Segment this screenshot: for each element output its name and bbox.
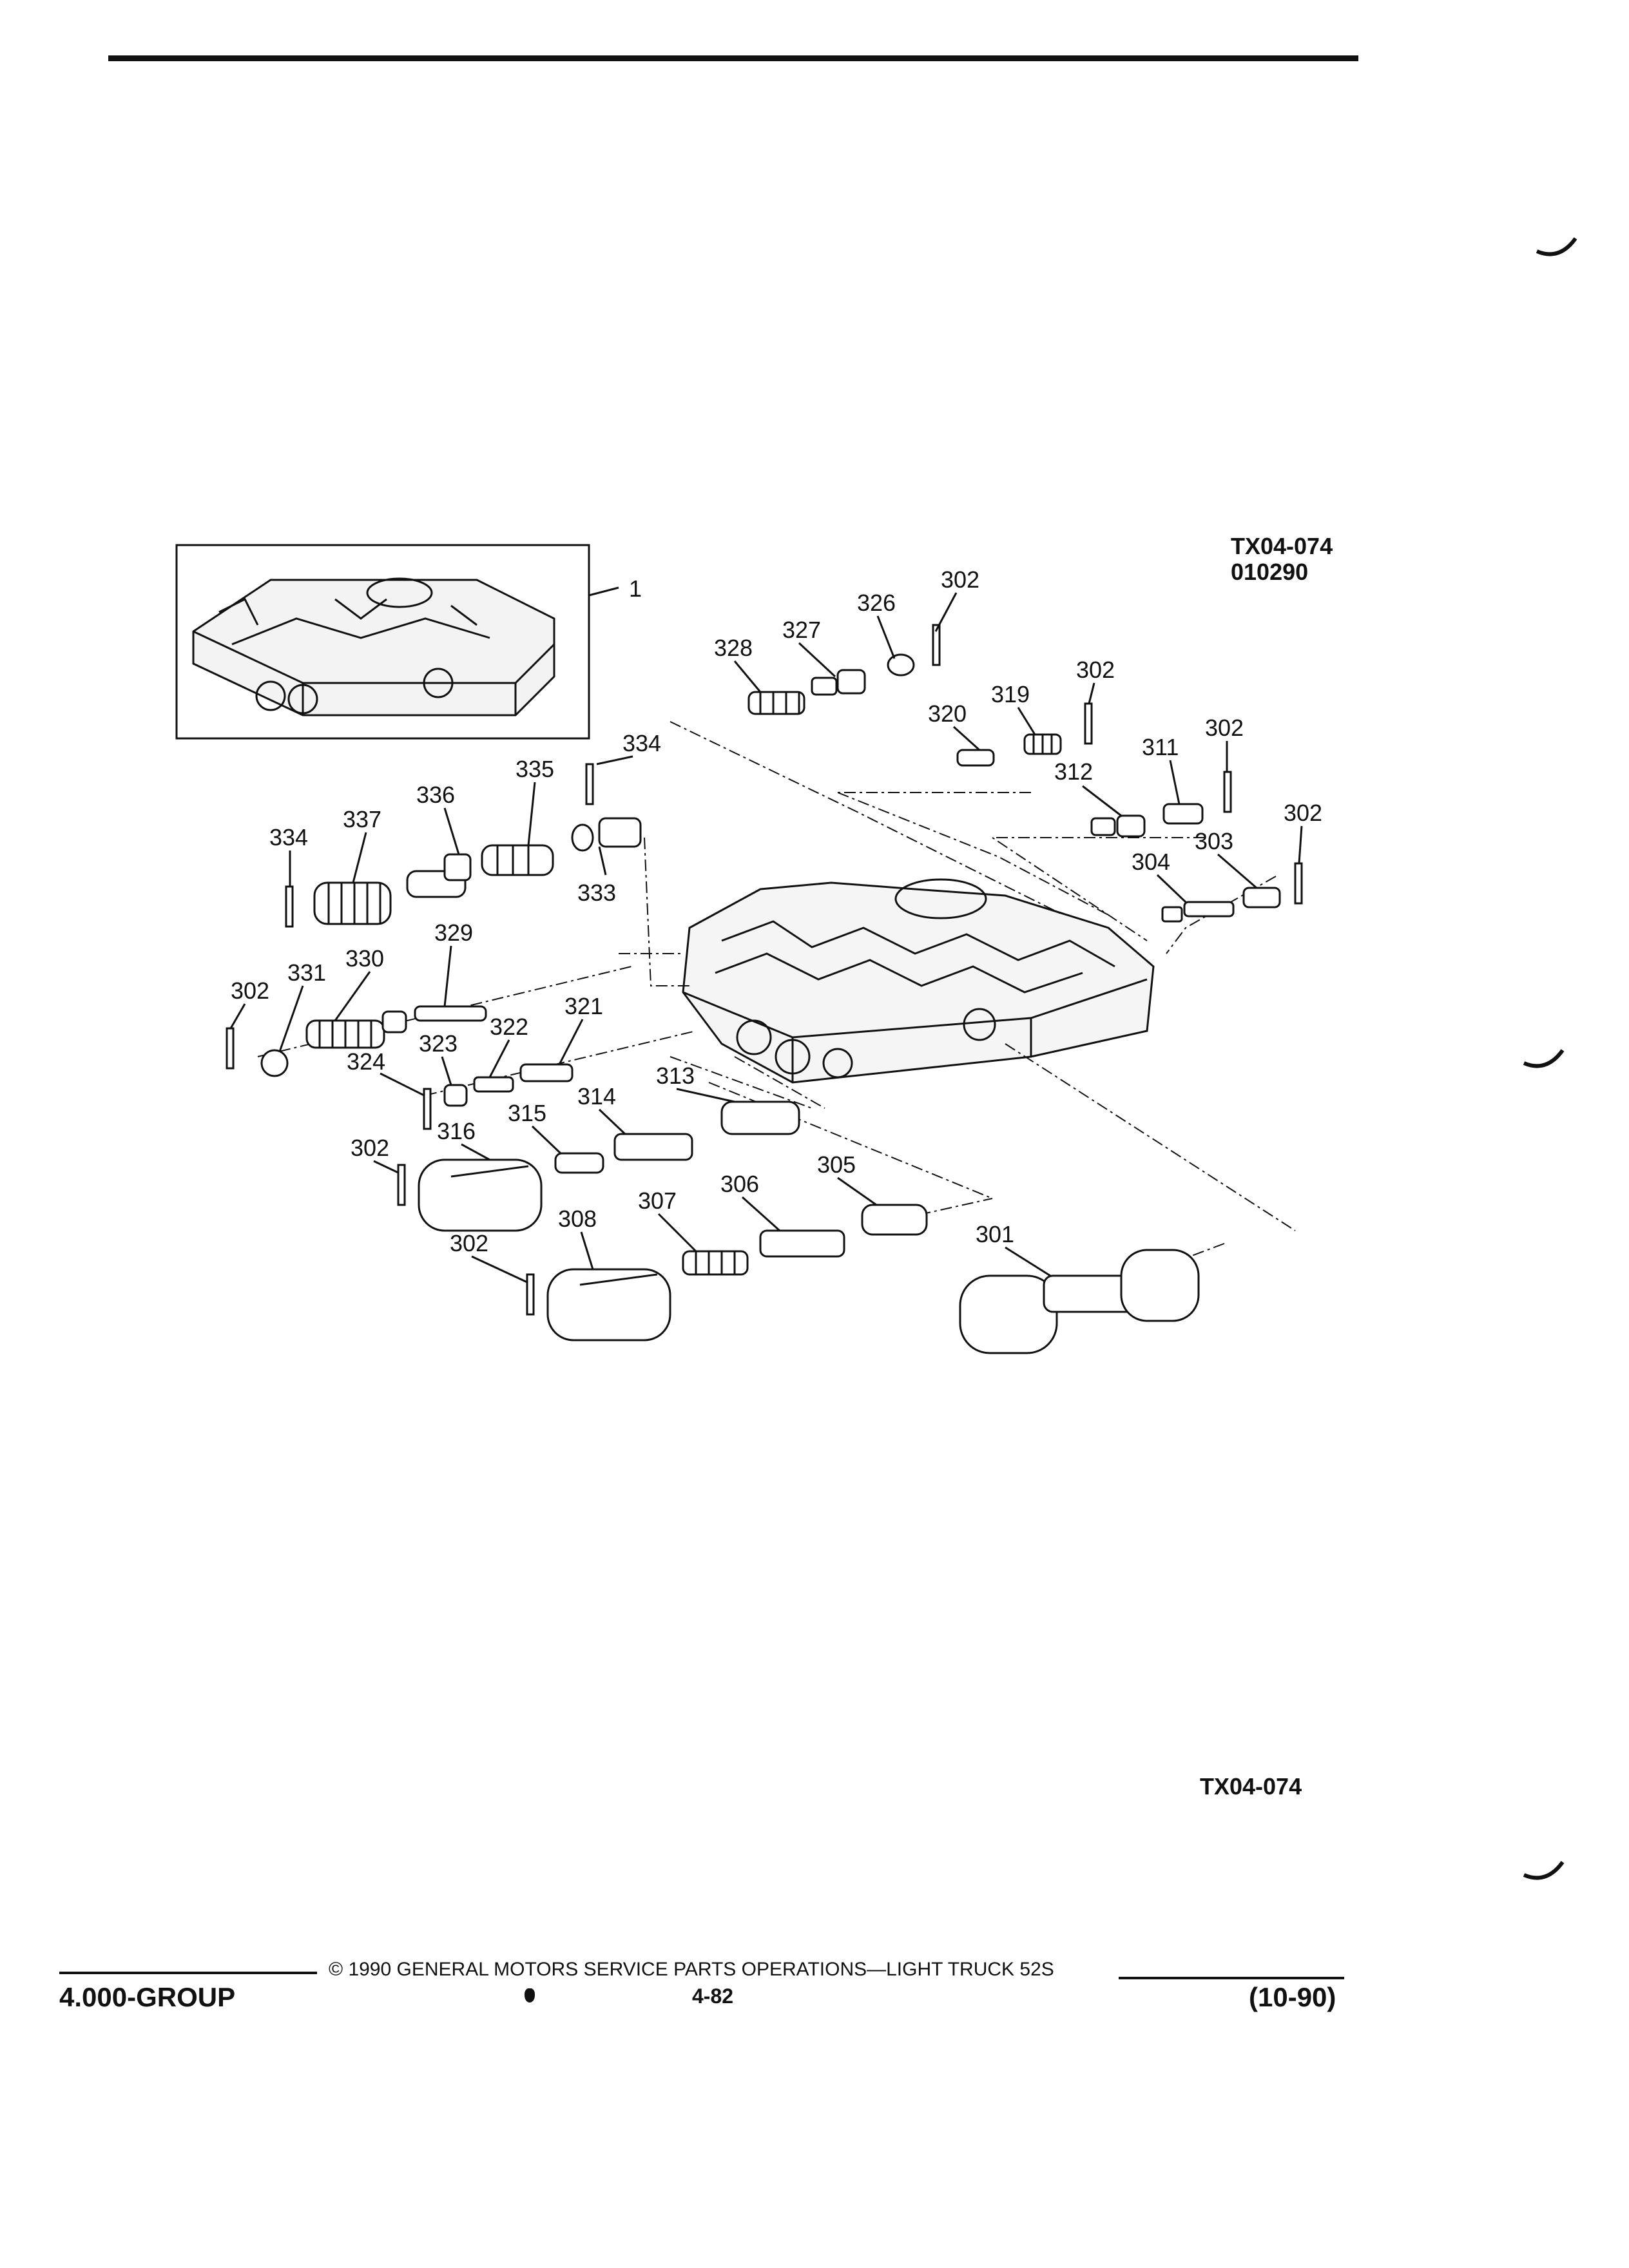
callout-329: 329 (434, 919, 473, 946)
valve-301 (959, 1249, 1200, 1354)
leader-lines (229, 592, 1303, 1283)
middle-parts (397, 1100, 800, 1232)
callout-320: 320 (928, 700, 967, 727)
callout-321: 321 (564, 993, 603, 1019)
callout-302-b: 302 (1076, 657, 1115, 683)
callout-335: 335 (516, 756, 554, 782)
callout-326: 326 (857, 590, 896, 616)
callout-331: 331 (287, 959, 326, 986)
footer-rule-right (1119, 1977, 1344, 1979)
callout-307: 307 (638, 1187, 677, 1214)
footer-bullet-icon (525, 1988, 535, 2003)
callout-316: 316 (437, 1118, 476, 1144)
callout-302-a: 302 (941, 566, 979, 593)
footer-group: 4.000-GROUP (59, 1982, 236, 2012)
callout-322: 322 (490, 1014, 528, 1040)
callout-314: 314 (577, 1083, 616, 1110)
binding-mark-icon (1523, 1049, 1565, 1068)
bottom-diagram-code: TX04-074 (1200, 1773, 1302, 1800)
callout-312: 312 (1054, 758, 1093, 785)
callouts: 1 302 326 327 328 302 319 320 312 311 30… (231, 566, 1322, 1256)
callout-304: 304 (1132, 849, 1170, 875)
callout-334-a: 334 (622, 730, 661, 756)
diagram-code: TX04-074 (1231, 533, 1333, 559)
callout-328: 328 (714, 635, 753, 661)
footer-copyright: © 1990 GENERAL MOTORS SERVICE PARTS OPER… (329, 1959, 1054, 1980)
callout-306: 306 (720, 1171, 759, 1197)
upper-right-parts (747, 624, 1303, 923)
callout-305: 305 (817, 1151, 856, 1178)
callout-302-d: 302 (1284, 800, 1322, 826)
middle-left-parts (226, 1005, 574, 1130)
diagram-code-block: TX04-074 010290 (1231, 533, 1333, 585)
callout-327: 327 (782, 617, 821, 643)
leader-1 (588, 586, 619, 597)
callout-303: 303 (1195, 828, 1233, 854)
callout-301: 301 (976, 1221, 1014, 1247)
binding-mark-icon (1536, 237, 1577, 256)
top-rule (108, 55, 1358, 61)
binding-mark-icon (1523, 1861, 1565, 1880)
callout-334-b: 334 (269, 824, 308, 850)
footer-rule-left (59, 1972, 317, 1974)
footer-page-number: 4-82 (692, 1984, 734, 2008)
left-parts (285, 763, 642, 928)
callout-319: 319 (991, 681, 1030, 707)
inset-valve-body (175, 544, 590, 740)
callout-333: 333 (577, 879, 616, 906)
callout-315: 315 (508, 1100, 546, 1126)
callout-302-e: 302 (231, 977, 269, 1004)
callout-1: 1 (629, 575, 642, 602)
callout-330: 330 (345, 945, 384, 972)
callout-302-f: 302 (351, 1135, 389, 1161)
callout-323: 323 (419, 1030, 458, 1057)
lower-parts (526, 1204, 928, 1341)
callout-302-g: 302 (450, 1230, 488, 1256)
callout-336: 336 (416, 782, 455, 808)
callout-308: 308 (558, 1206, 597, 1232)
footer-date: (10-90) (1249, 1982, 1336, 2012)
callout-302-c: 302 (1205, 715, 1244, 741)
callout-313: 313 (656, 1062, 695, 1089)
callout-311: 311 (1142, 734, 1179, 760)
callout-337: 337 (343, 806, 381, 832)
main-valve-body (682, 878, 1155, 1084)
callout-324: 324 (347, 1048, 385, 1075)
diagram-date: 010290 (1231, 559, 1309, 585)
